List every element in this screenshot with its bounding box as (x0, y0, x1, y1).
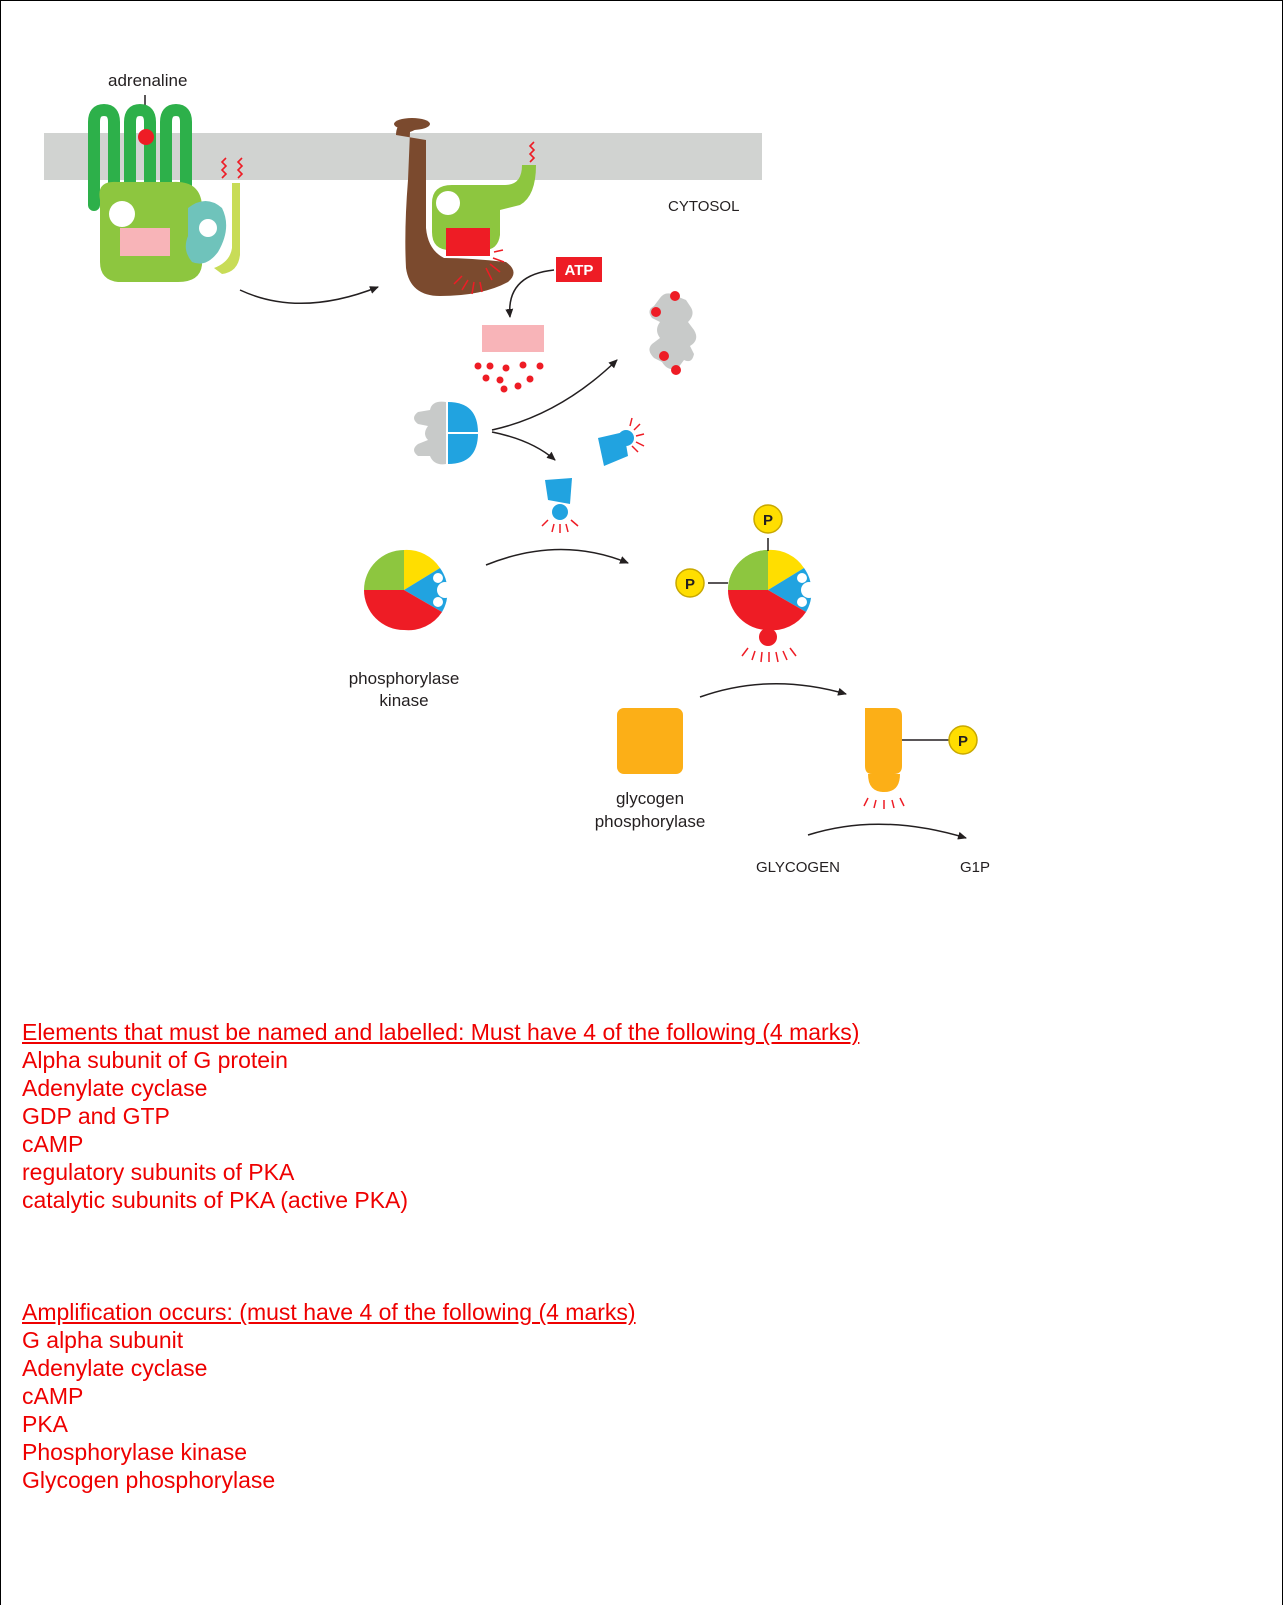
phosphate-glycogen-phosphorylase-label: P (958, 733, 968, 750)
glycogen-breakdown-arrow (807, 823, 967, 840)
cyclase-active-sparks (453, 249, 505, 295)
section2-item: G alpha subunit (22, 1327, 184, 1353)
section1-item: regulatory subunits of PKA (22, 1159, 295, 1185)
atp-box (556, 257, 602, 282)
glycogen-phosphorylase-active (865, 708, 950, 792)
active-pka-catalytic-1 (598, 417, 645, 466)
section2-item: Phosphorylase kinase (22, 1439, 248, 1465)
section1-item: catalytic subunits of PKA (active PKA) (22, 1187, 409, 1213)
kinase-active-sparks (741, 647, 797, 663)
inactive-pka (414, 401, 478, 465)
section2-item: Adenylate cyclase (22, 1355, 208, 1381)
phosphate-kinase-left (675, 568, 705, 598)
gtp-pocket (436, 191, 460, 215)
cytosol-label: CYTOSOL (668, 198, 739, 215)
kinase-activation-arrow (485, 548, 629, 566)
atp-arrow (505, 269, 555, 318)
phosphate-kinase-top (753, 504, 783, 534)
marking-notes: Elements that must be named and labelled… (22, 1018, 1252, 1494)
section1-item: cAMP (22, 1131, 84, 1157)
phosphate-kinase-top-label: P (763, 512, 773, 529)
section2-item: Glycogen phosphorylase (22, 1467, 276, 1493)
section1-item: Alpha subunit of G protein (22, 1047, 288, 1073)
g1p-label: G1P (960, 859, 990, 876)
g-gamma-subunit (214, 183, 240, 274)
section1-heading: Elements that must be named and labelled… (22, 1019, 860, 1045)
gdp-pocket (109, 201, 135, 227)
glycogen-phosphorylase-label-1: glycogen (616, 789, 684, 808)
phosphorylase-kinase-label-2: kinase (379, 691, 428, 710)
pka-dissociation-arrow-catalytic (491, 431, 556, 461)
pka-dissociation-arrow-regulatory (491, 359, 618, 431)
adrenaline-molecule (138, 129, 154, 145)
inactive-alpha-subunit (120, 228, 170, 256)
phosphate-kinase-left-label: P (685, 576, 695, 593)
signaling-pathway-diagram: adrenaline CYTOSOL ATP (44, 71, 990, 876)
phosphate-glycogen-phosphorylase (948, 725, 978, 755)
camp-molecules (474, 361, 544, 393)
phosphorylase-kinase-active (708, 538, 817, 646)
glycogen-phosphorylase-label-2: phosphorylase (595, 812, 706, 831)
section-spacer (22, 1214, 1252, 1298)
inactive-g-protein (99, 157, 244, 282)
active-alpha-red (446, 228, 490, 256)
glycogen-label: GLYCOGEN (756, 859, 840, 876)
atp-label: ATP (565, 262, 594, 279)
activation-arrow-1 (239, 286, 379, 305)
adenylyl-cyclase (396, 119, 514, 296)
adrenaline-label: adrenaline (108, 71, 187, 90)
section2-heading: Amplification occurs: (must have 4 of th… (22, 1299, 636, 1325)
adenylyl-cyclase-product-box (482, 325, 544, 352)
glycogen-phosphorylase-activation-arrow (699, 682, 847, 698)
active-pka-catalytic-2 (541, 478, 579, 533)
pka-regulatory-subunits (414, 401, 446, 465)
phosphorylase-kinase-inactive (364, 549, 453, 631)
active-g-alpha (432, 141, 536, 256)
phosphorylase-kinase-label-1: phosphorylase (349, 669, 460, 688)
section1-item: Adenylate cyclase (22, 1075, 208, 1101)
glycogen-phosphorylase-inactive (617, 708, 683, 774)
section1-item: GDP and GTP (22, 1103, 170, 1129)
glycogen-phosphorylase-sparks (863, 797, 905, 809)
pka-regulatory-with-camp (649, 291, 697, 375)
section2-item: PKA (22, 1411, 69, 1437)
section2-item: cAMP (22, 1383, 84, 1409)
adrenaline-receptor (88, 103, 192, 211)
